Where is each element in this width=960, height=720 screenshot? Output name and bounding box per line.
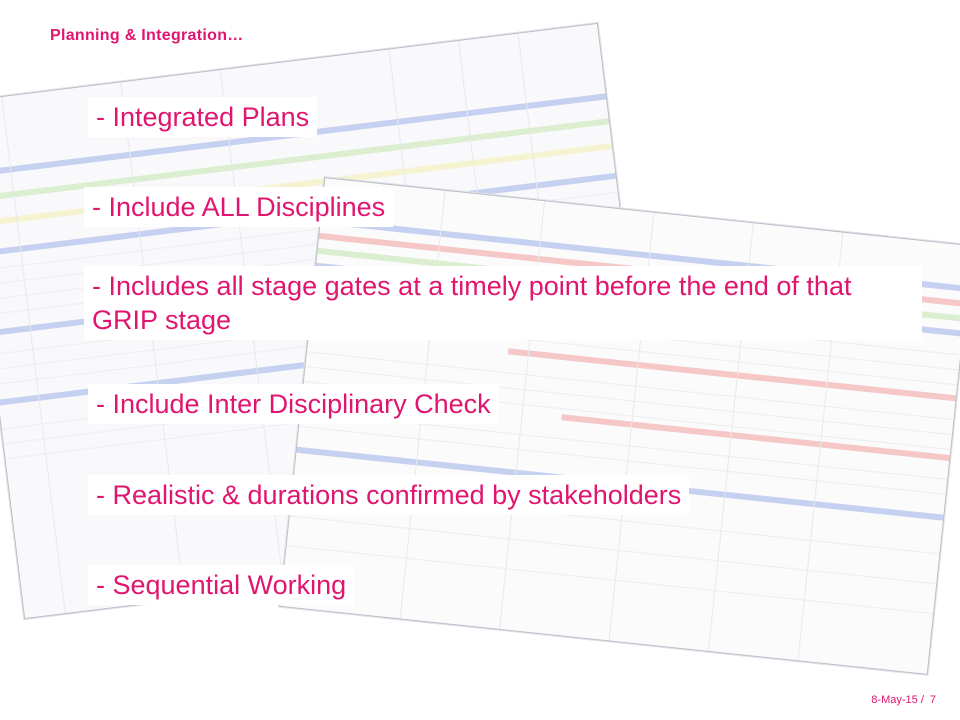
slide-footer: 8-May-15 / 7 (868, 694, 936, 706)
bullet-sequential-working: - Sequential Working (88, 565, 355, 605)
background-plan-screenshot-2 (279, 177, 960, 675)
bullet-include-all-disciplines: - Include ALL Disciplines (84, 187, 394, 227)
bullet-stage-gates: - Includes all stage gates at a timely p… (84, 266, 922, 340)
bullet-integrated-plans: - Integrated Plans (88, 97, 318, 137)
bullet-inter-disciplinary-check: - Include Inter Disciplinary Check (88, 384, 499, 424)
footer-date: 8-May-15 / (871, 694, 924, 706)
slide-title: Planning & Integration… (50, 27, 244, 44)
page-number: 7 (929, 694, 936, 706)
bullet-realistic-durations: - Realistic & durations confirmed by sta… (88, 475, 690, 515)
